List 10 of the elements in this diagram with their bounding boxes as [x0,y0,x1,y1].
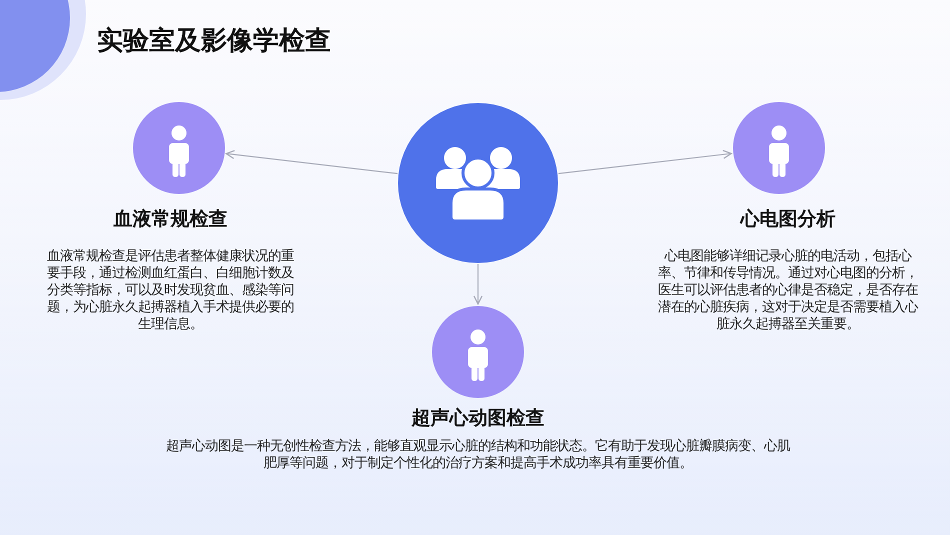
description-text: 心电图能够详细记录心脏的电活动，包括心率、节律和传导情况。通过对心电图的分析，医生可以评估患者的心律是否稳定，是否存在潜在的心脏疾病，这对于决定是否需要植入心脏永久起搏器至关重要。 [657,247,920,332]
arrow [473,264,483,305]
slide-title: 实验室及影像学检查 [97,24,331,57]
section-heading: 心电图分析 [740,209,836,231]
arrow [226,150,398,174]
description-text: 超声心动图是一种无创性检查方法，能够直观显示心脏的结构和功能状态。它有助于发现心脏瓣膜病变、心肌肥厚等问题，对于制定个性化的治疗方案和提高手术成功率具有重要价值。 [165,437,792,471]
section-heading: 超声心动图检查 [412,408,544,430]
description-text: 血液常规检查是评估患者整体健康状况的重要手段，通过检测血红蛋白、白细胞计数及分类等指标，可以及时发现贫血、感染等问题，为心脏永久起搏器植入手术提供必要的生理信息。 [46,247,295,332]
arrow [558,150,732,174]
section-heading: 血液常规检查 [114,209,228,231]
